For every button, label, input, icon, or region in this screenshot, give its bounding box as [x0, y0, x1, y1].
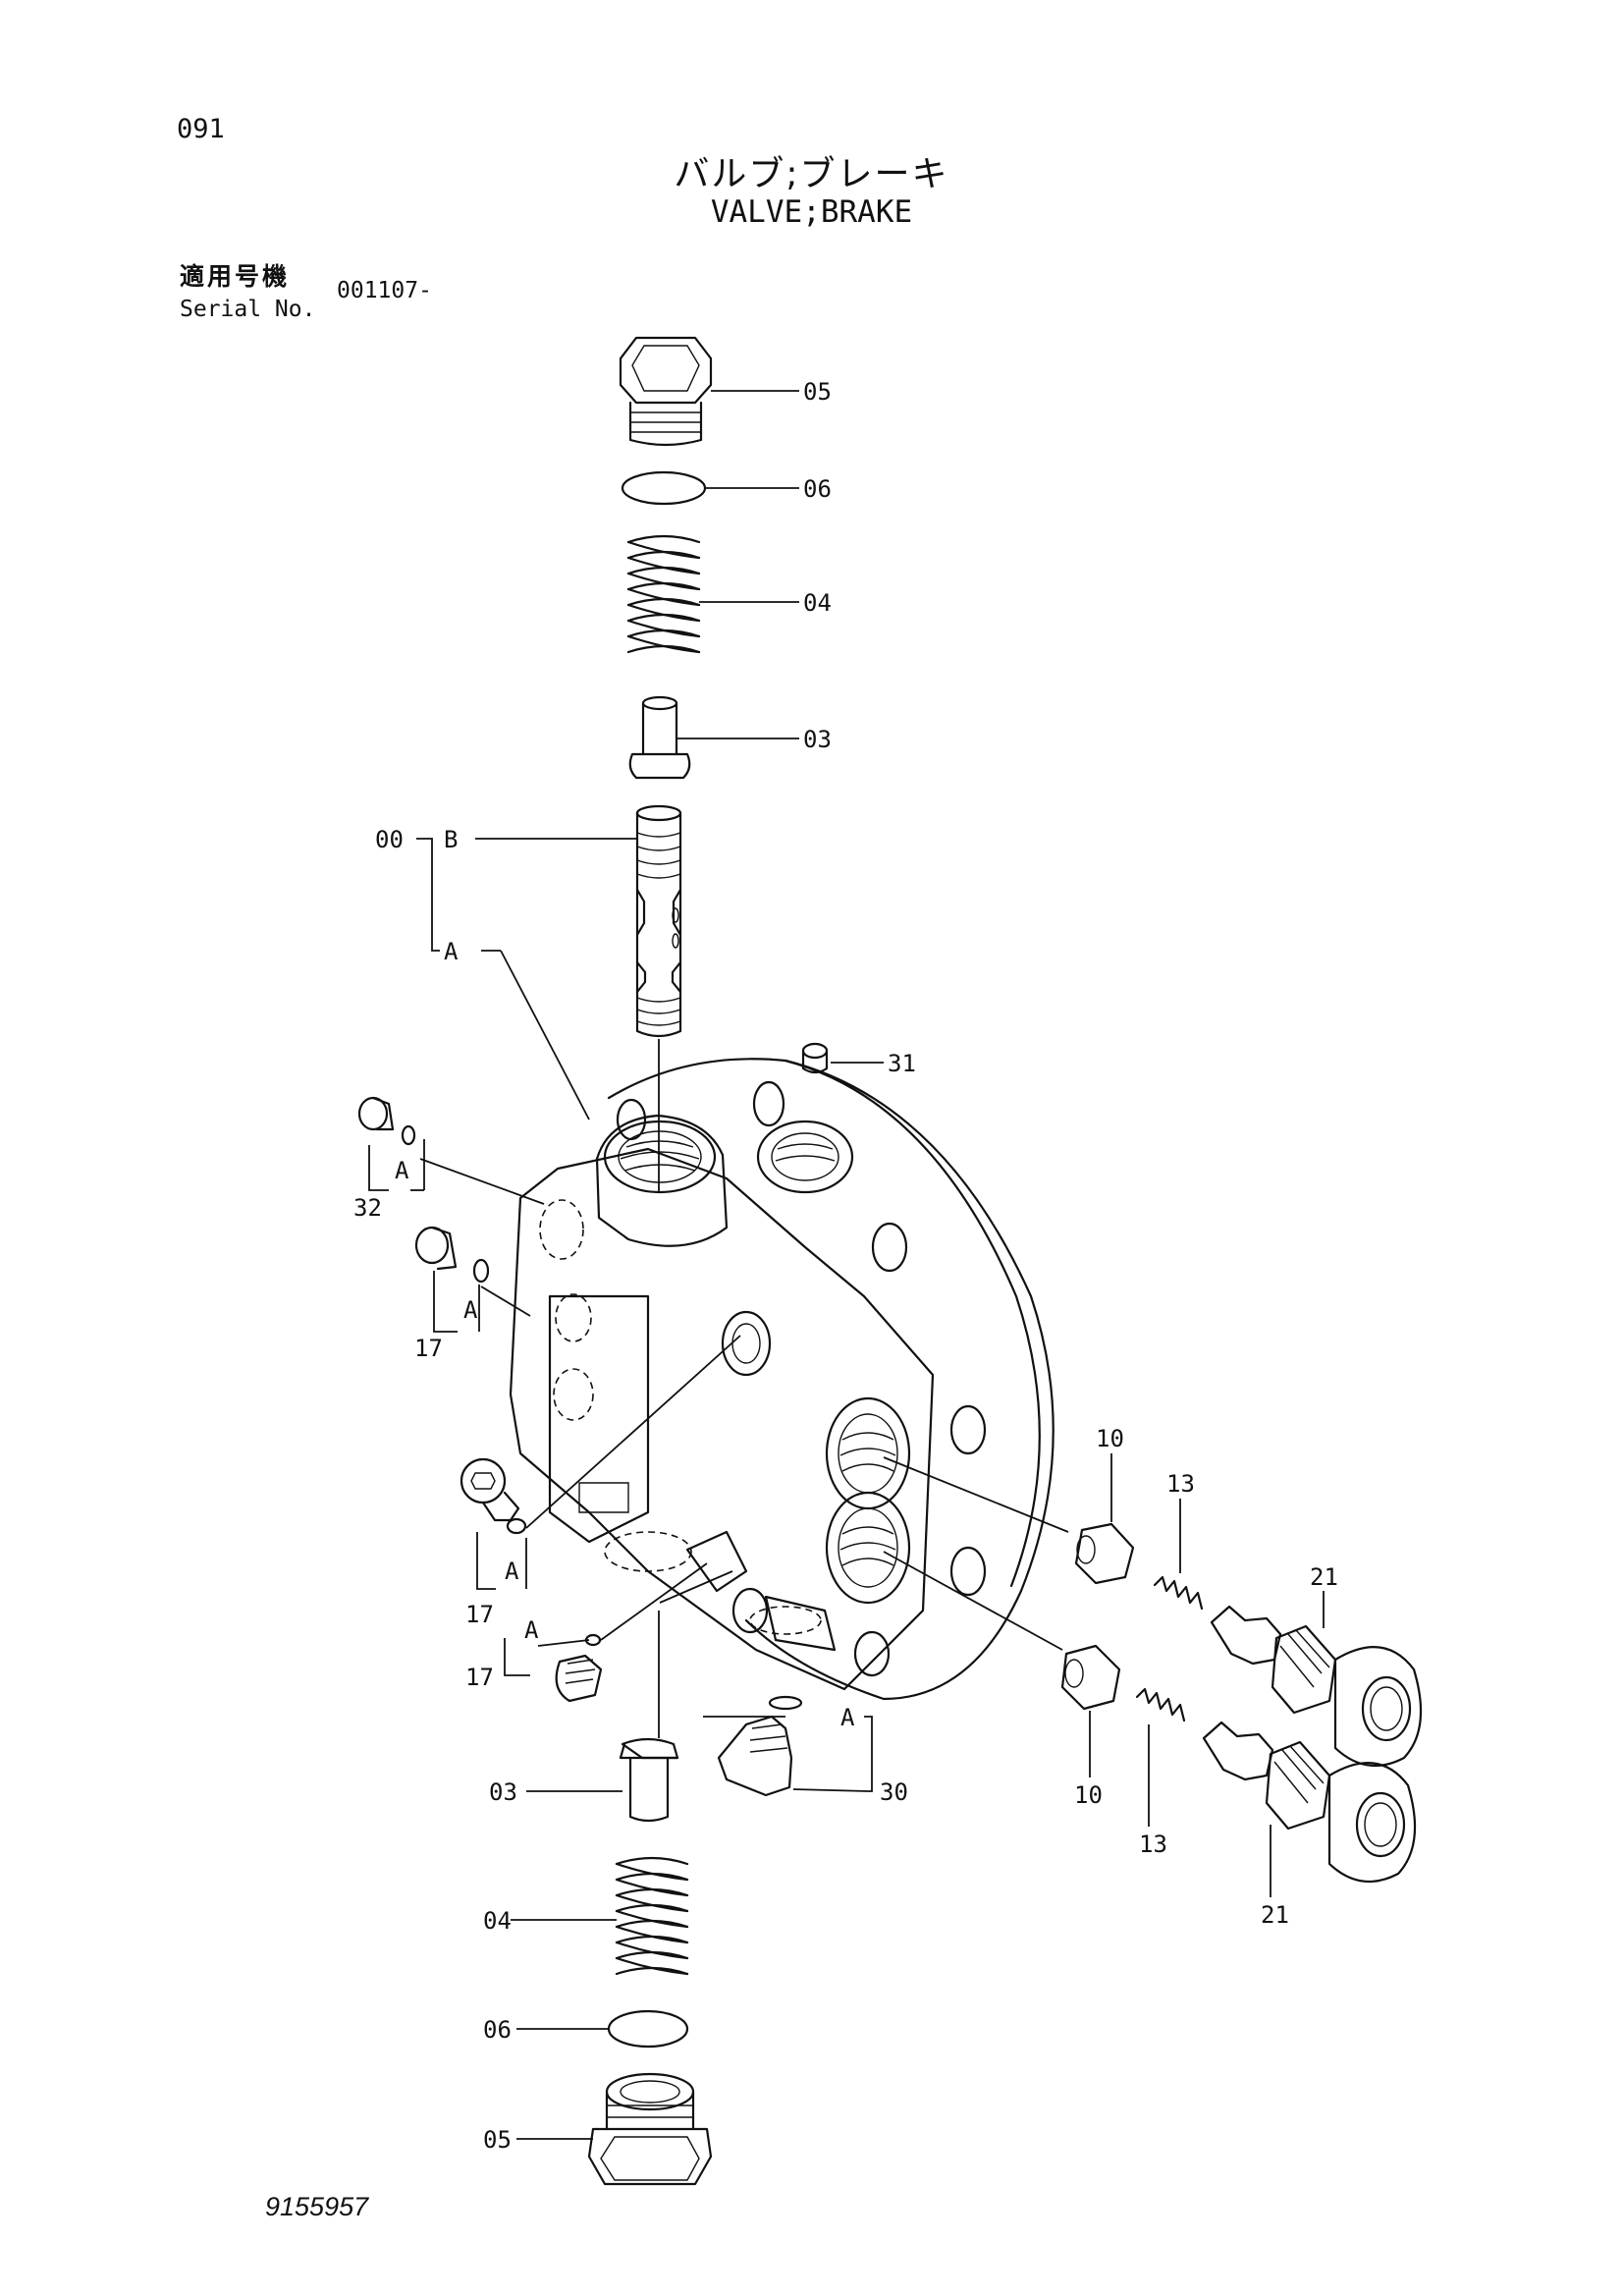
plug-31-part — [801, 1042, 829, 1074]
plug-17a-part — [414, 1226, 490, 1284]
serial-label-english: Serial No. — [180, 297, 316, 322]
callout-a-32: A — [395, 1157, 409, 1184]
document-number: 9155957 — [265, 2192, 369, 2221]
callout-06-top: 06 — [803, 475, 832, 503]
title-japanese: バルブ;ブレーキ — [674, 154, 949, 194]
callout-03-bottom: 03 — [489, 1778, 517, 1806]
callout-a-30: A — [840, 1704, 855, 1731]
spring-13-bottom-part — [1135, 1687, 1186, 1722]
plug-17b-part — [460, 1457, 527, 1535]
callout-04-bottom: 04 — [483, 1907, 512, 1935]
callout-13-top: 13 — [1166, 1470, 1195, 1498]
poppet-10-top-part — [1074, 1522, 1135, 1585]
serial-value: 001107- — [337, 278, 432, 303]
leader-lines — [368, 390, 1325, 2140]
spring-seat-bottom-part — [619, 1737, 679, 1823]
page-number: 091 — [177, 114, 225, 144]
plug-30-part — [717, 1695, 803, 1797]
callout-04-top: 04 — [803, 589, 832, 617]
spring-top-part — [626, 534, 701, 654]
serial-label-japanese: 適用号機 — [180, 262, 291, 291]
callout-21-top: 21 — [1310, 1563, 1338, 1591]
callout-03-top: 03 — [803, 726, 832, 753]
callout-31: 31 — [888, 1050, 916, 1077]
callout-00: 00 — [375, 826, 404, 853]
spool-part — [635, 804, 682, 1038]
callout-17a: 17 — [414, 1335, 443, 1362]
callout-17b: 17 — [465, 1601, 494, 1628]
callout-a-17a: A — [463, 1296, 478, 1324]
callout-05-top: 05 — [803, 378, 832, 406]
callout-05-bottom: 05 — [483, 2126, 512, 2154]
o-ring-bottom-part — [607, 2009, 689, 2049]
relief-valve-21-bottom-part — [1202, 1721, 1417, 1884]
title-english: VALVE;BRAKE — [710, 194, 913, 230]
callout-21-bottom: 21 — [1261, 1901, 1289, 1929]
callout-10-bottom: 10 — [1074, 1781, 1103, 1809]
callout-30: 30 — [880, 1778, 908, 1806]
callout-13-bottom: 13 — [1139, 1831, 1167, 1858]
callout-a-17b: A — [505, 1558, 519, 1585]
plug-32-part — [357, 1096, 416, 1146]
callout-10-top: 10 — [1096, 1425, 1124, 1452]
callout-17c: 17 — [465, 1664, 494, 1691]
plug-bottom-part — [587, 2072, 713, 2186]
valve-body-part — [509, 1058, 1055, 1701]
callout-06-bottom: 06 — [483, 2016, 512, 2044]
relief-valve-21-top-part — [1210, 1605, 1423, 1768]
callout-a-spool: A — [444, 938, 459, 965]
poppet-10-bottom-part — [1060, 1644, 1121, 1711]
callout-b: B — [444, 826, 458, 853]
spring-13-top-part — [1153, 1575, 1204, 1611]
o-ring-top-part — [621, 470, 707, 506]
plug-17c-part — [555, 1633, 603, 1703]
spring-seat-top-part — [628, 695, 691, 780]
spring-bottom-part — [615, 1856, 689, 1976]
callout-32: 32 — [353, 1194, 382, 1222]
callout-a-17c: A — [524, 1616, 539, 1644]
plug-top-part — [619, 336, 713, 447]
